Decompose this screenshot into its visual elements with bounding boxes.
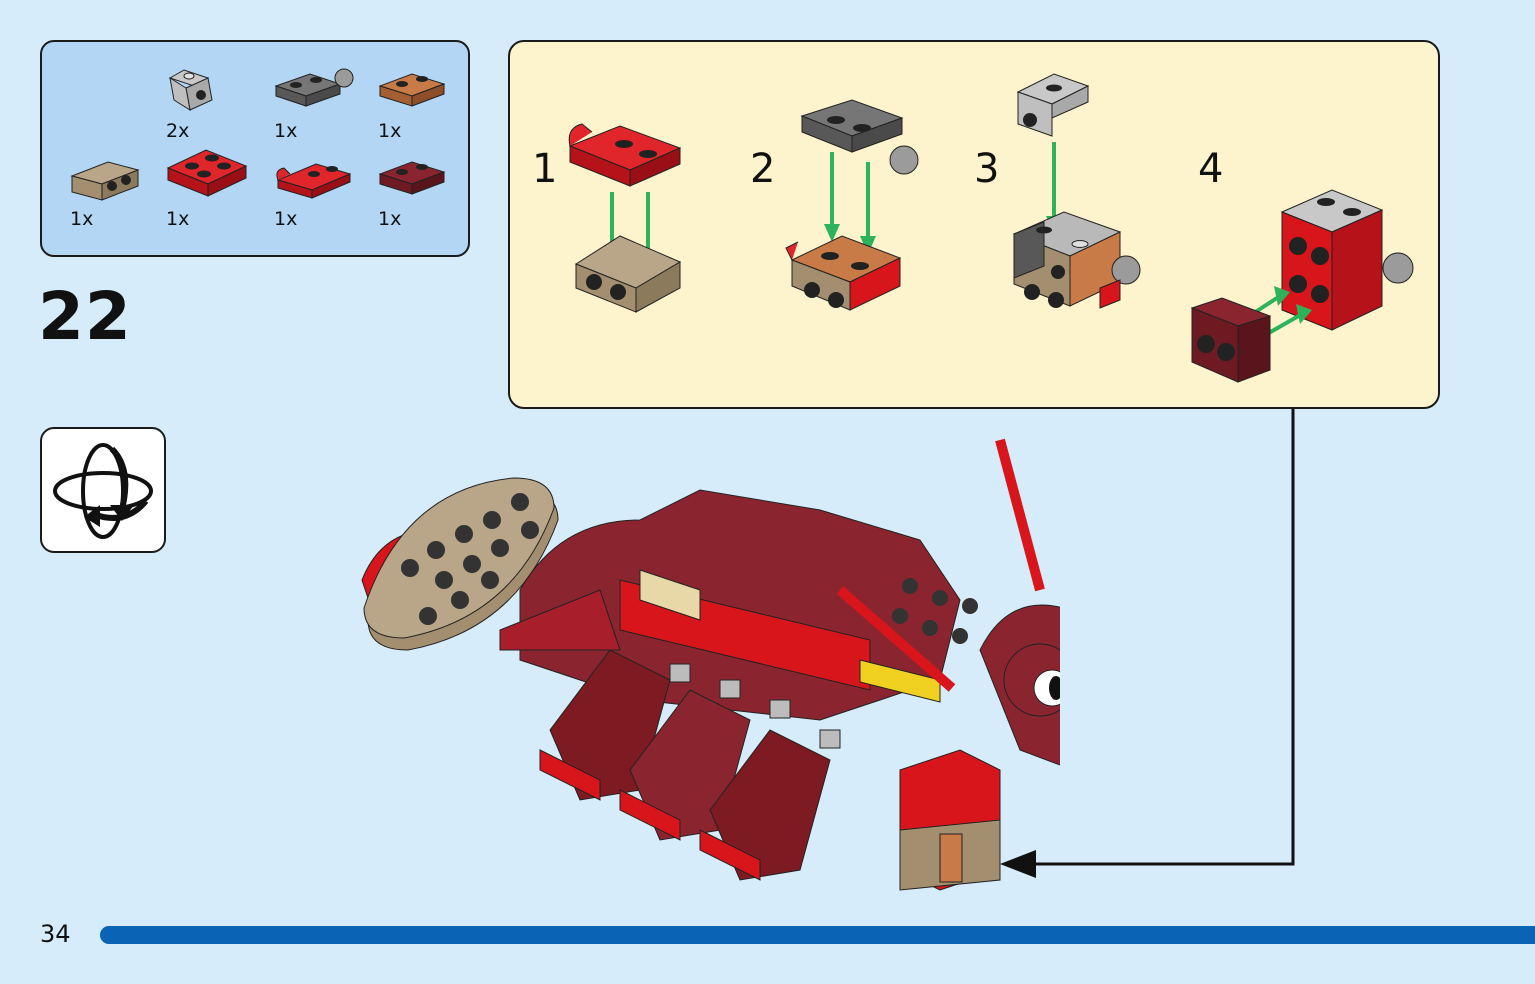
page-number: 34 xyxy=(40,920,71,948)
substep-3-illustration xyxy=(1012,73,1141,309)
part-qty: 1x xyxy=(274,120,298,142)
dark-red-plate-icon xyxy=(378,161,446,195)
substep-1-illustration xyxy=(568,123,682,313)
tan-bracket-icon xyxy=(70,161,140,201)
step-number: 22 xyxy=(38,278,132,355)
parts-list-box: 2x 1x 1x 1x 1x 1x xyxy=(40,40,470,257)
part-qty: 2x xyxy=(166,120,190,142)
part-qty: 1x xyxy=(70,208,94,230)
rotate-icon xyxy=(53,443,153,539)
substep-label: 2 xyxy=(750,146,776,192)
substep-2-illustration xyxy=(785,99,919,311)
substep-4-illustration xyxy=(1190,189,1414,383)
substep-label: 3 xyxy=(974,146,1000,192)
dark-gray-plate-ball-icon xyxy=(274,68,354,107)
brown-plate-icon xyxy=(378,73,446,107)
rotate-model-box xyxy=(40,427,166,553)
part-qty: 1x xyxy=(378,120,402,142)
progress-bar xyxy=(100,926,1535,944)
part-qty: 1x xyxy=(274,208,298,230)
red-plate-clip-icon xyxy=(276,163,352,199)
light-gray-bracket-icon xyxy=(168,69,213,112)
subassembly-box: 1 2 3 4 xyxy=(508,40,1440,409)
substep-label: 1 xyxy=(532,146,558,192)
part-qty: 1x xyxy=(166,208,190,230)
substep-label: 4 xyxy=(1198,146,1224,192)
red-plate-2x2-icon xyxy=(166,149,248,197)
part-qty: 1x xyxy=(378,208,402,230)
main-model-illustration xyxy=(361,438,1060,891)
